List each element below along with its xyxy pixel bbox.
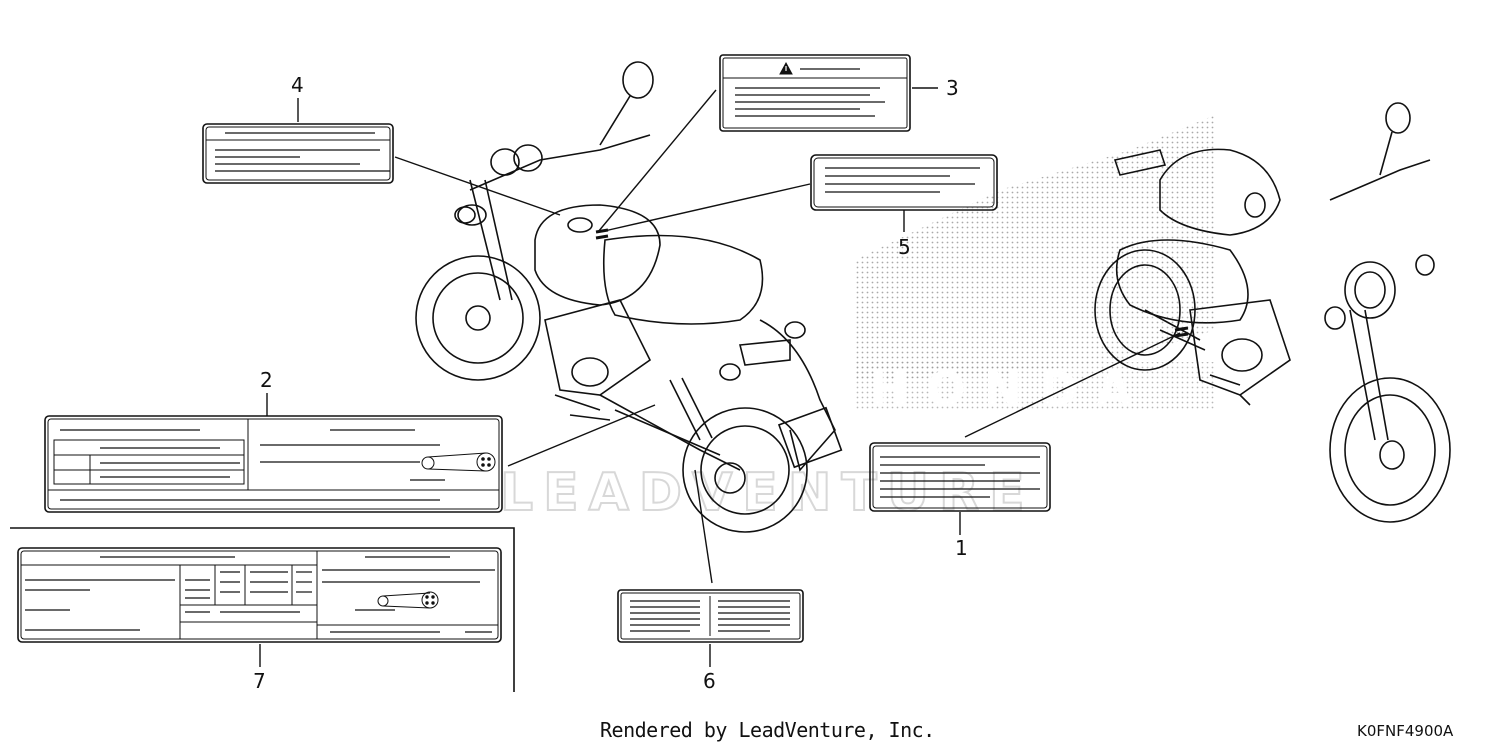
callout-2: 2 [260,368,273,392]
label-7 [17,547,502,643]
label-1 [869,442,1051,512]
drive-chain-icon [421,452,496,472]
label-6 [617,589,804,643]
leader-lines [259,87,1181,667]
diagram-code: K0FNF4900A [1357,722,1454,740]
warning-triangle-icon [779,61,793,75]
label-5 [810,154,998,211]
leadventure-watermark: LEADVENTURE [500,463,1035,523]
label-3 [719,54,911,132]
motorcycle-right-view [1094,102,1451,523]
callout-5: 5 [898,235,911,259]
separator-bracket [10,527,515,692]
callout-1: 1 [955,536,968,560]
label-2 [44,415,503,513]
drive-chain-icon [377,591,439,609]
callout-7: 7 [253,669,266,693]
callout-4: 4 [291,73,304,97]
callout-3: 3 [946,76,959,100]
callout-6: 6 [703,669,716,693]
motorcycle-left-view [415,61,843,533]
rendered-by-footer: Rendered by LeadVenture, Inc. [600,718,935,742]
honda-brand-text: HONDA [870,362,1150,416]
honda-wing-backdrop: HONDA [855,115,1215,416]
label-4 [202,123,394,184]
